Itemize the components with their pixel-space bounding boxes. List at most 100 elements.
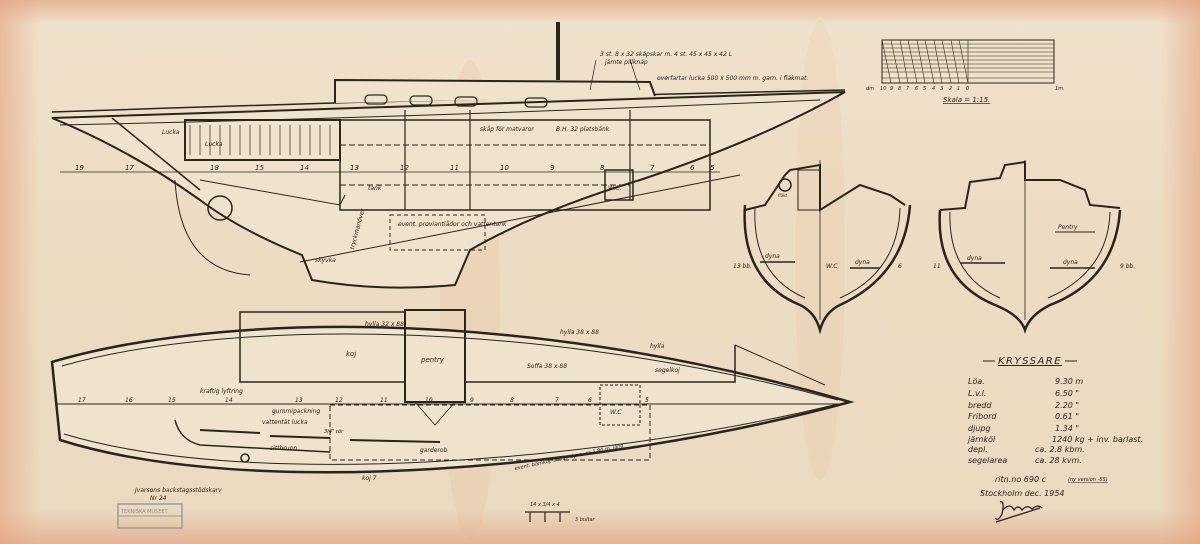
scale-tick: 6 xyxy=(915,86,918,92)
station-label: 18 xyxy=(210,164,219,172)
hatch-label: Lucka xyxy=(162,129,180,136)
note-text: jämte pillknäp xyxy=(604,59,648,66)
berth-label: koj xyxy=(346,350,356,358)
provision-label: event. proviantlådor och vattentank xyxy=(398,221,507,228)
cushion-label: dyna xyxy=(1063,259,1078,266)
station-label: 8 xyxy=(510,397,514,404)
wc-label: W.C. xyxy=(608,185,622,192)
sofa-label: Soffa 38 x 88 xyxy=(527,363,567,370)
note-text: 3 bultar xyxy=(575,517,596,523)
spec-value: 1.34 " xyxy=(1055,424,1079,433)
spec-label: bredd xyxy=(968,401,992,410)
shelf-label: skåp för matvaror xyxy=(480,126,534,133)
scale-tick: 4 xyxy=(932,86,935,92)
station-label: 8 xyxy=(600,164,605,172)
scale-tick: 10 xyxy=(880,86,886,92)
cross-section-labels: 13 bb. 6 dyna dyna W.C fläkt 11 9 bb. dy… xyxy=(733,193,1135,270)
scale-tick: 5 xyxy=(923,86,926,92)
title-block: KRYSSARE Löa. 9.30 m L.v.l. 6.50 " bredd… xyxy=(967,356,1143,523)
scale-unit-label: 1m. xyxy=(1055,86,1065,92)
station-label: 14 xyxy=(300,164,309,172)
shelf-label: hylla 32 x 88 xyxy=(365,321,404,328)
note-text: 3/4" rör xyxy=(324,429,344,435)
station-label: 10 xyxy=(500,164,509,172)
station-label: 5 xyxy=(645,397,649,404)
note-text: 3 st. 8 x 32 skäpskar m. 4 st. 45 x 45 x… xyxy=(600,51,732,58)
cockpit-label: sittbrunn xyxy=(270,445,297,452)
note-text: kraftig lyftring xyxy=(200,388,243,395)
profile-view xyxy=(51,22,846,289)
shelf-label: hylla xyxy=(650,343,665,350)
station-label: 13 xyxy=(295,397,303,404)
station-label: 6 xyxy=(588,397,592,404)
station-label: 6 xyxy=(690,164,695,172)
station-label: 17 xyxy=(78,397,86,404)
tank-label: tank xyxy=(368,185,382,192)
shelf-label: hylla 38 x 88 xyxy=(560,329,599,336)
station-label: 6 xyxy=(898,263,902,270)
station-label: 5 xyxy=(710,164,715,172)
tape-edge-top xyxy=(0,0,1200,24)
spec-label: Fribord xyxy=(968,412,997,421)
scale-tick: 1 xyxy=(957,86,960,92)
note-text: overfartar lucka 500 x 500 mm m. garn. i… xyxy=(657,75,808,82)
berth-label: B.H. 32 platsbänk xyxy=(556,126,610,133)
spec-label: L.v.l. xyxy=(968,389,986,398)
cross-section-2 xyxy=(938,160,1122,334)
station-label: 10 xyxy=(425,397,433,404)
spec-value: 9.30 m xyxy=(1055,377,1083,386)
note-text: 14 x 3/4 x 4 xyxy=(530,502,560,508)
note-text: gummipackning xyxy=(272,408,320,415)
station-label: 16 xyxy=(125,397,133,404)
station-label: 13 bb. xyxy=(733,263,752,270)
station-label: 17 xyxy=(125,164,134,172)
plan-view xyxy=(50,309,855,474)
station-label: 9 bb. xyxy=(1120,263,1135,270)
spec-label: Löa. xyxy=(968,377,985,386)
cushion-label: dyna xyxy=(765,253,780,260)
plan-station-labels: 17 16 15 14 13 12 11 10 9 8 7 6 5 xyxy=(78,397,649,404)
version-note: (ny version -55) xyxy=(1068,477,1108,483)
pentry-label: Pentry xyxy=(1058,224,1078,231)
scale-tick: 7 xyxy=(906,86,910,92)
station-label: 15 xyxy=(255,164,264,172)
note-text: Jvarsons backstagsstödskarv xyxy=(134,487,222,494)
tape-edge-left xyxy=(0,0,40,544)
station-label: 11 xyxy=(380,397,388,404)
pentry-label: pentry xyxy=(420,356,445,364)
scale-tick: 2 xyxy=(949,86,952,92)
archive-stamp: TEKNISKA MUSEET xyxy=(117,503,183,529)
scale-tick: 0 xyxy=(966,86,969,92)
place-date: Stockholm dec. 1954 xyxy=(980,489,1065,498)
spec-value: 2.20 " xyxy=(1055,401,1079,410)
station-label: 19 xyxy=(75,164,84,172)
stamp-text: TEKNISKA MUSEET xyxy=(120,509,169,515)
drawing-title: KRYSSARE xyxy=(998,356,1062,367)
cushion-label: dyna xyxy=(967,255,982,262)
station-label: 9 xyxy=(470,397,474,404)
station-label: 7 xyxy=(555,397,559,404)
station-label: 12 xyxy=(335,397,343,404)
station-label: 13 xyxy=(350,164,359,172)
note-text: vattentät lucka xyxy=(262,419,308,426)
spec-label: segelarea xyxy=(968,456,1007,465)
hatch-label: Lucka xyxy=(205,141,223,148)
station-label: 7 xyxy=(650,164,655,172)
scale-unit-label: dm xyxy=(866,86,874,92)
spec-label: djupg xyxy=(968,424,991,433)
scale-tick: 8 xyxy=(898,86,901,92)
spec-value: 0.61 " xyxy=(1055,412,1079,421)
wc-label: W.C xyxy=(610,409,622,416)
profile-station-labels: 19 17 18 15 14 13 12 11 10 9 8 7 6 5 xyxy=(75,164,715,172)
signature xyxy=(994,501,1043,523)
scale-tick: 3 xyxy=(940,86,943,92)
vent-label: fläkt xyxy=(778,193,787,198)
station-label: 12 xyxy=(400,164,409,172)
station-label: 11 xyxy=(450,164,459,172)
station-label: 11 xyxy=(933,263,941,270)
station-label: 14 xyxy=(225,397,233,404)
scale-bar: dm 10 9 8 7 6 5 4 3 2 1 0 1m. Skala = 1:… xyxy=(866,39,1065,104)
scale-label: Skala = 1:15. xyxy=(943,96,990,104)
